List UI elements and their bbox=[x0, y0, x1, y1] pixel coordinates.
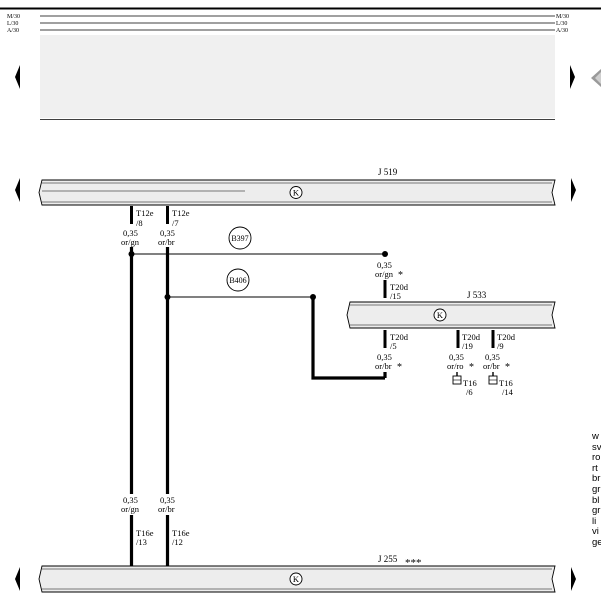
wire-size-label: 0,35 bbox=[377, 260, 392, 270]
wire-note-mark: * bbox=[505, 362, 510, 373]
rail-area-background bbox=[40, 35, 555, 118]
wire-note-mark: * bbox=[469, 362, 474, 373]
module-name: J 519 bbox=[378, 167, 398, 177]
prev-section-arrow-icon[interactable] bbox=[15, 178, 20, 202]
scroll-right-arrow-highlight bbox=[595, 72, 601, 84]
connector-pin-label: T16e bbox=[172, 528, 190, 538]
module-j533: K J 533 bbox=[346, 290, 556, 329]
prev-page-arrow-icon[interactable] bbox=[15, 65, 20, 89]
splice-label: B406 bbox=[229, 276, 246, 285]
legend-line: ro bbox=[592, 452, 601, 464]
ecu-symbol-letter: K bbox=[293, 574, 300, 584]
wire-color-label: or/gn bbox=[121, 504, 140, 514]
splice-b397-badge bbox=[228, 226, 252, 250]
connector-pin-label: T12e bbox=[136, 208, 154, 218]
module-name: J 255 bbox=[378, 554, 398, 564]
connector-pin-label: T20d bbox=[497, 332, 516, 342]
prev-section-arrow-icon[interactable] bbox=[15, 567, 20, 591]
wire-color-label: or/br bbox=[158, 237, 175, 247]
wire-color-label: or/ro bbox=[447, 361, 464, 371]
connector-pin-label: T16 bbox=[499, 378, 513, 388]
wire-note-mark: * bbox=[398, 270, 403, 281]
connector-t20d-5: T20d /5 bbox=[383, 330, 409, 351]
connector-pin-number: /6 bbox=[466, 387, 473, 397]
connector-pin-number: /8 bbox=[136, 218, 143, 228]
connector-pin-number: /7 bbox=[172, 218, 179, 228]
connector-pin-number: /9 bbox=[497, 341, 504, 351]
connector-pin-label: T12e bbox=[172, 208, 190, 218]
connector-t16e-12: T16e /12 bbox=[165, 515, 190, 566]
wire-color-label: or/br bbox=[375, 361, 392, 371]
ecu-symbol-letter: K bbox=[293, 188, 300, 198]
wire-or-br-to-j533 bbox=[311, 297, 385, 380]
connector-pin-label: T16 bbox=[463, 378, 477, 388]
module-note-mark: *** bbox=[405, 557, 422, 569]
ecu-symbol-letter: K bbox=[437, 310, 444, 320]
wire-size-label: 0,35 bbox=[123, 495, 138, 505]
legend-line: w bbox=[592, 432, 599, 442]
connector-pin-number: /14 bbox=[502, 387, 514, 397]
legend-line: gr bbox=[592, 483, 601, 495]
module-name: J 533 bbox=[467, 290, 487, 300]
connector-t16-14: T16 /14 bbox=[488, 372, 514, 397]
wire-size-label: 0,35 bbox=[160, 228, 175, 238]
next-page-arrow-icon[interactable] bbox=[570, 65, 575, 89]
module-bar bbox=[346, 301, 556, 329]
connector-t12e-8: T12e /8 bbox=[130, 206, 154, 228]
supply-rails: M/30 L/30 A/30 M/30 L/30 A/30 bbox=[7, 14, 569, 34]
wire-size-label: 0,35 bbox=[449, 352, 464, 362]
connector-t20d-9: T20d /9 bbox=[491, 330, 516, 351]
rail-label-right: L/30 bbox=[556, 21, 567, 27]
wire-size-label: 0,35 bbox=[123, 228, 138, 238]
side-legend-clipped: w sv ro rt br gr bl gr li vi ge bbox=[592, 432, 601, 549]
legend-line: bl bbox=[592, 494, 600, 506]
splice-label: B397 bbox=[231, 234, 248, 243]
legend-line: sv bbox=[592, 441, 601, 453]
splice-junction-dot bbox=[382, 251, 388, 257]
rail-label-right: A/30 bbox=[556, 28, 568, 34]
wire-color-label: or/br bbox=[158, 504, 175, 514]
legend-line: vi bbox=[592, 526, 599, 538]
legend-line: gr bbox=[592, 505, 601, 517]
wire-color-label: or/gn bbox=[121, 237, 140, 247]
rail-label-left: M/30 bbox=[7, 14, 20, 20]
legend-line: br bbox=[592, 473, 601, 485]
connector-pin-number: /13 bbox=[136, 537, 147, 547]
ecu-symbol-icon bbox=[433, 308, 447, 322]
legend-line: ge bbox=[592, 536, 601, 548]
wire-color-label: or/gn bbox=[375, 269, 394, 279]
splice-junction-dot bbox=[128, 251, 135, 257]
wire-size-label: 0,35 bbox=[485, 352, 500, 362]
connector-pin-label: T20d bbox=[462, 332, 481, 342]
connector-t16-6: T16 /6 bbox=[452, 372, 477, 397]
wire-note-mark: * bbox=[397, 362, 402, 373]
next-section-arrow-icon[interactable] bbox=[571, 567, 576, 591]
connector-pin-number: /12 bbox=[172, 537, 183, 547]
rail-label-left: L/30 bbox=[7, 21, 18, 27]
module-j255: K J 255 *** bbox=[38, 554, 556, 593]
connector-t16e-13: T16e /13 bbox=[129, 515, 154, 566]
ecu-symbol-icon bbox=[289, 572, 303, 586]
connector-pin-number: /5 bbox=[390, 341, 397, 351]
connector-pin-number: /15 bbox=[390, 291, 401, 301]
module-j519: K J 519 bbox=[38, 167, 556, 206]
connector-t12e-7: T12e /7 bbox=[166, 206, 190, 228]
ecu-symbol-icon bbox=[289, 186, 303, 199]
legend-line: li bbox=[592, 515, 597, 527]
connector-pin-number: /19 bbox=[462, 341, 473, 351]
rail-label-right: M/30 bbox=[556, 14, 569, 20]
connector-pin-label: T16e bbox=[136, 528, 154, 538]
legend-line: rt bbox=[592, 462, 598, 474]
wire-size-label: 0,35 bbox=[160, 495, 175, 505]
splice-b406-badge bbox=[226, 268, 250, 292]
next-section-arrow-icon[interactable] bbox=[571, 178, 576, 202]
wire-color-label: or/br bbox=[483, 361, 500, 371]
connector-t20d-19: T20d /19 bbox=[456, 330, 481, 351]
rail-label-left: A/30 bbox=[7, 28, 19, 34]
connector-pin-label: T20d bbox=[390, 282, 409, 292]
wire-size-label: 0,35 bbox=[377, 352, 392, 362]
connector-pin-label: T20d bbox=[390, 332, 409, 342]
splice-junction-dot bbox=[164, 294, 171, 300]
